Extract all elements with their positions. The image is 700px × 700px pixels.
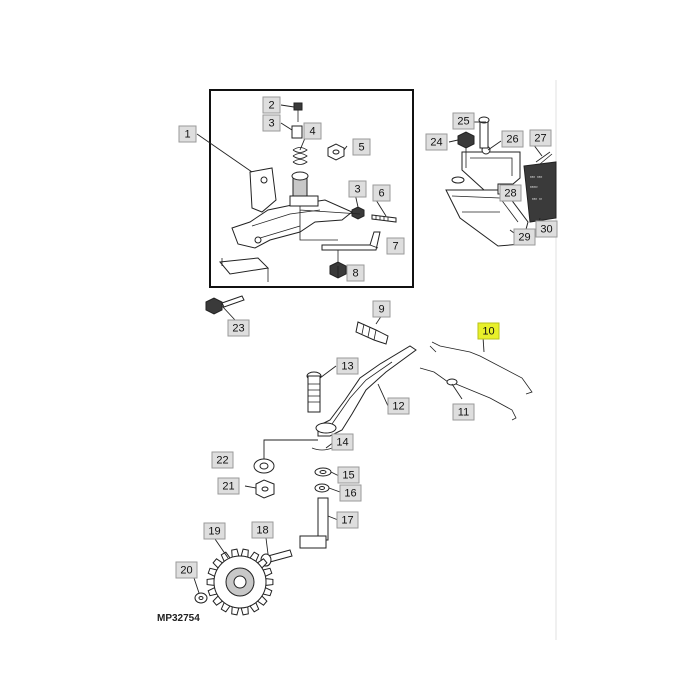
leader-21	[244, 485, 257, 489]
callout-8[interactable]: 8	[346, 264, 365, 282]
leader-23	[221, 305, 236, 321]
callout-26[interactable]: 26	[501, 130, 524, 148]
callout-23[interactable]: 23	[227, 319, 250, 337]
gear-tooth	[265, 578, 274, 586]
leader-2	[280, 104, 295, 108]
lower-hardware	[194, 458, 332, 604]
leader-pivot	[263, 439, 318, 452]
leader-13	[319, 365, 337, 379]
callout-9[interactable]: 9	[372, 300, 391, 318]
callout-label: 16	[344, 487, 356, 499]
leader-16	[328, 487, 341, 493]
callout-label: 14	[336, 436, 348, 448]
callout-label: 28	[504, 187, 516, 199]
callout-25[interactable]: 25	[452, 112, 475, 130]
callout-13[interactable]: 13	[336, 357, 359, 375]
callout-label: 11	[458, 406, 469, 418]
callout-10[interactable]: 10	[477, 322, 500, 340]
control-lever	[306, 321, 417, 451]
callout-3[interactable]: 3	[348, 180, 367, 198]
leader-20	[193, 577, 200, 594]
callout-label: 21	[222, 480, 234, 492]
callout-19[interactable]: 19	[203, 522, 226, 540]
leader-24	[448, 139, 459, 143]
leader-6	[375, 199, 387, 217]
callout-label: 25	[457, 115, 469, 127]
callout-label: 8	[352, 267, 358, 279]
callout-17[interactable]: 17	[336, 511, 359, 529]
callout-label: 13	[341, 360, 353, 372]
inset-frame	[209, 89, 414, 288]
callout-18[interactable]: 18	[251, 521, 274, 539]
callout-1[interactable]: 1	[178, 125, 197, 143]
callout-27[interactable]: 27	[529, 129, 552, 147]
callout-label: 20	[180, 564, 192, 576]
leader-17	[327, 515, 339, 521]
leader-3a	[280, 122, 293, 131]
callout-label: 22	[216, 454, 228, 466]
svg-text:▭▭ ▭: ▭▭ ▭	[532, 196, 542, 201]
callout-29[interactable]: 29	[513, 228, 536, 246]
callout-label: 17	[341, 514, 353, 526]
leader-1	[196, 133, 253, 173]
callout-2[interactable]: 2	[262, 96, 281, 114]
callout-22[interactable]: 22	[211, 451, 234, 469]
leader-5	[343, 145, 348, 151]
callout-label: 4	[309, 125, 315, 137]
callout-label: 3	[268, 117, 274, 129]
callout-label: 27	[534, 132, 546, 144]
callout-14[interactable]: 14	[331, 433, 354, 451]
callout-20[interactable]: 20	[175, 561, 198, 579]
callout-6[interactable]: 6	[372, 184, 391, 202]
callout-28[interactable]: 28	[499, 184, 522, 202]
callout-label: 24	[430, 136, 442, 148]
callout-24[interactable]: 24	[425, 133, 448, 151]
callout-label: 26	[506, 133, 518, 145]
callout-7[interactable]: 7	[386, 237, 405, 255]
callout-label: 10	[482, 325, 494, 337]
callout-label: 2	[268, 99, 274, 111]
callout-label: 1	[184, 128, 190, 140]
callout-label: 7	[392, 240, 398, 252]
callout-4[interactable]: 4	[303, 122, 322, 140]
callout-21[interactable]: 21	[217, 477, 240, 495]
callout-label: 30	[540, 223, 552, 235]
callout-label: 15	[342, 469, 354, 481]
callout-label: 5	[358, 141, 364, 153]
callout-label: 3	[354, 183, 360, 195]
callout-12[interactable]: 12	[387, 397, 410, 415]
leader-18	[265, 537, 269, 555]
callout-5[interactable]: 5	[352, 138, 371, 156]
svg-text:▭▭ ▭▭: ▭▭ ▭▭	[530, 174, 543, 179]
callout-30[interactable]: 30	[535, 220, 558, 238]
leader-19	[214, 538, 229, 559]
callout-15[interactable]: 15	[337, 466, 360, 484]
leader-11	[451, 383, 463, 400]
gear-19-part	[206, 548, 274, 616]
callout-label: 12	[392, 400, 404, 412]
gear-tooth	[206, 578, 215, 586]
governor-bracket-assembly	[219, 102, 397, 282]
callout-label: 19	[208, 525, 220, 537]
bolt-23-part	[205, 295, 245, 315]
callout-11[interactable]: 11	[452, 403, 475, 421]
callout-3[interactable]: 3	[262, 114, 281, 132]
callout-label: 18	[256, 524, 268, 536]
leader-12	[377, 383, 389, 407]
callout-label: 6	[378, 187, 384, 199]
leader-26	[487, 140, 502, 151]
callout-label: 23	[232, 322, 244, 334]
callout-label: 9	[378, 303, 384, 315]
callout-16[interactable]: 16	[339, 484, 362, 502]
leader-7	[369, 244, 379, 249]
upper-right-assembly: ▭▭ ▭▭ ▭▭▭ ▭▭ ▭	[445, 116, 557, 247]
control-rods	[419, 341, 533, 421]
svg-text:▭▭▭: ▭▭▭	[530, 184, 538, 189]
callout-label: 29	[518, 231, 530, 243]
figure-id: MP32754	[157, 613, 200, 624]
